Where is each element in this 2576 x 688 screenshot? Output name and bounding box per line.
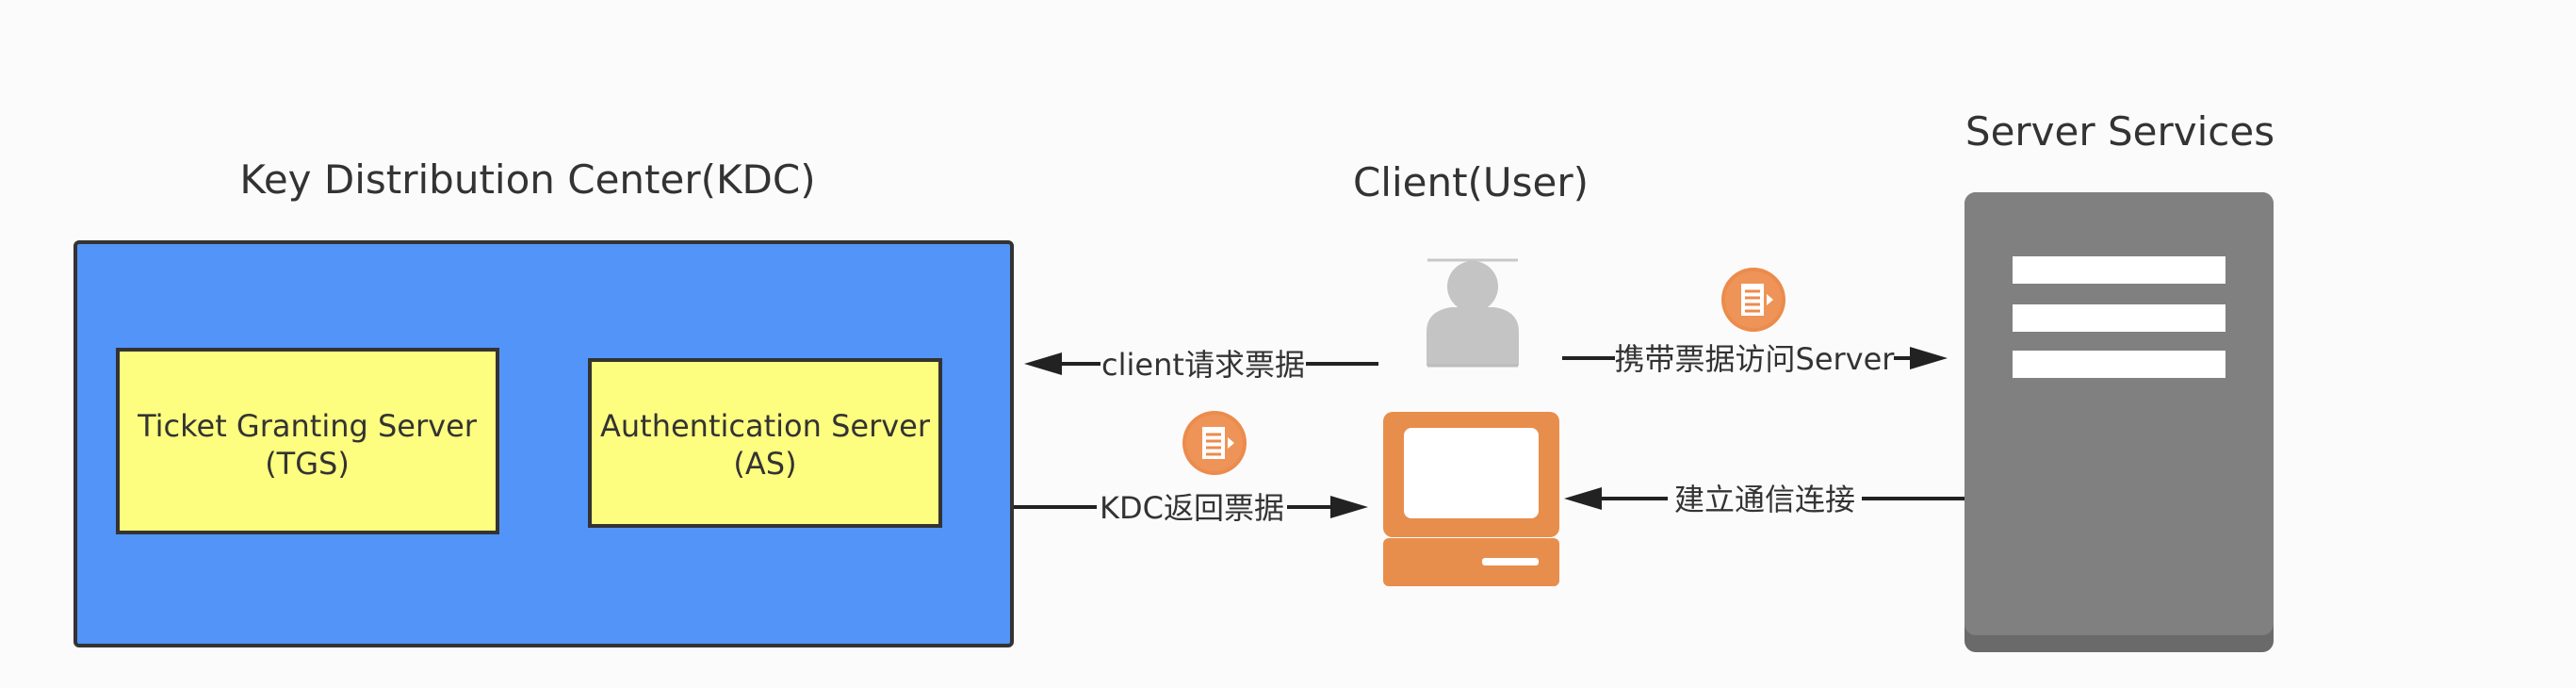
edge-server-to-client: 建立通信连接 xyxy=(1564,480,1965,519)
server-rack-icon xyxy=(1965,192,2274,652)
edge-label-establish-connection: 建立通信连接 xyxy=(1674,482,1855,517)
as-box xyxy=(588,358,942,528)
ticket-document-icon xyxy=(1721,268,1785,332)
tgs-label-line2: (TGS) xyxy=(265,446,350,482)
as-label-line1: Authentication Server xyxy=(600,408,931,444)
edge-client-to-kdc: client请求票据 xyxy=(1024,345,1378,385)
edge-label-kdc-return-ticket: KDC返回票据 xyxy=(1100,490,1284,526)
computer-icon xyxy=(1383,412,1559,586)
ticket-document-icon xyxy=(1182,411,1247,475)
server-title: Server Services xyxy=(1965,108,2274,155)
edge-label-client-request-ticket: client请求票据 xyxy=(1101,347,1305,383)
edge-client-to-server: 携带票据访问Server xyxy=(1562,339,1948,379)
kdc-title: Key Distribution Center(KDC) xyxy=(239,156,815,203)
tgs-box xyxy=(116,348,499,534)
as-label-line2: (AS) xyxy=(733,446,796,482)
edge-label-access-server-with-ticket: 携带票据访问Server xyxy=(1615,341,1896,377)
edge-kdc-to-client: KDC返回票据 xyxy=(1014,488,1368,528)
user-icon xyxy=(1427,258,1519,368)
tgs-label-line1: Ticket Granting Server xyxy=(137,408,478,444)
client-title: Client(User) xyxy=(1353,159,1589,205)
kdc-container xyxy=(73,240,1014,647)
